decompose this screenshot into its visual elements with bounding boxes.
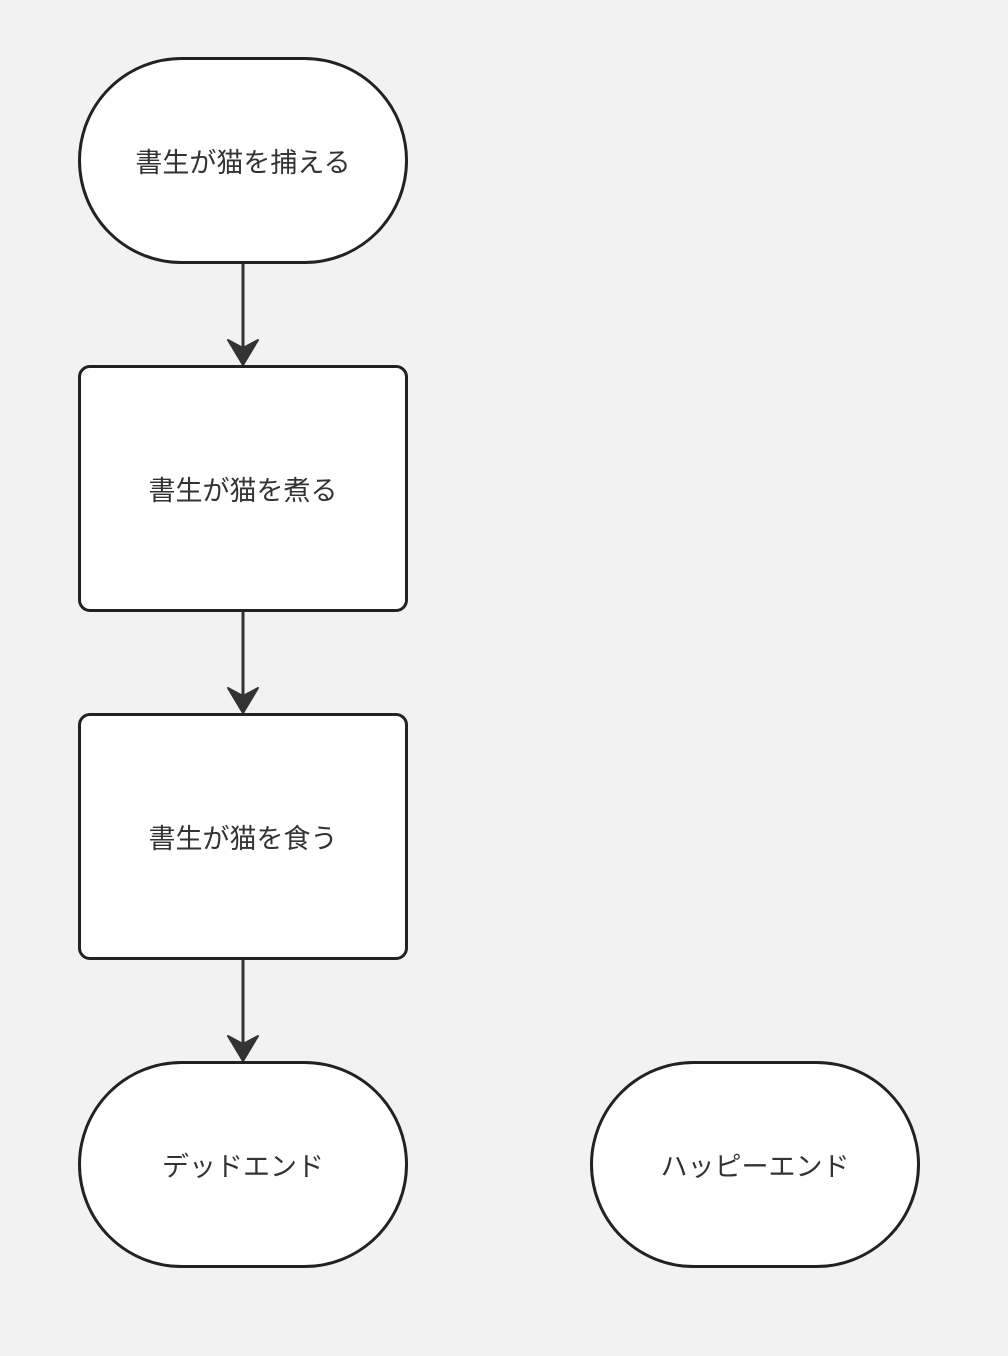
node-start-capture-cat[interactable]: 書生が猫を捕える [78, 57, 408, 264]
node-start-label: 書生が猫を捕える [135, 148, 351, 179]
edge-eat-to-dead [227, 960, 259, 1062]
node-boil-label: 書生が猫を煮る [148, 476, 338, 507]
node-eat-cat[interactable]: 書生が猫を食う [78, 713, 408, 960]
node-boil-cat[interactable]: 書生が猫を煮る [78, 365, 408, 612]
edge-start-to-boil [227, 264, 259, 366]
node-happy-end[interactable]: ハッピーエンド [590, 1061, 920, 1268]
node-happy-label: ハッピーエンド [660, 1152, 850, 1183]
node-dead-end[interactable]: デッドエンド [78, 1061, 408, 1268]
node-eat-label: 書生が猫を食う [148, 824, 338, 855]
node-dead-label: デッドエンド [162, 1152, 324, 1183]
edge-boil-to-eat [227, 612, 259, 714]
